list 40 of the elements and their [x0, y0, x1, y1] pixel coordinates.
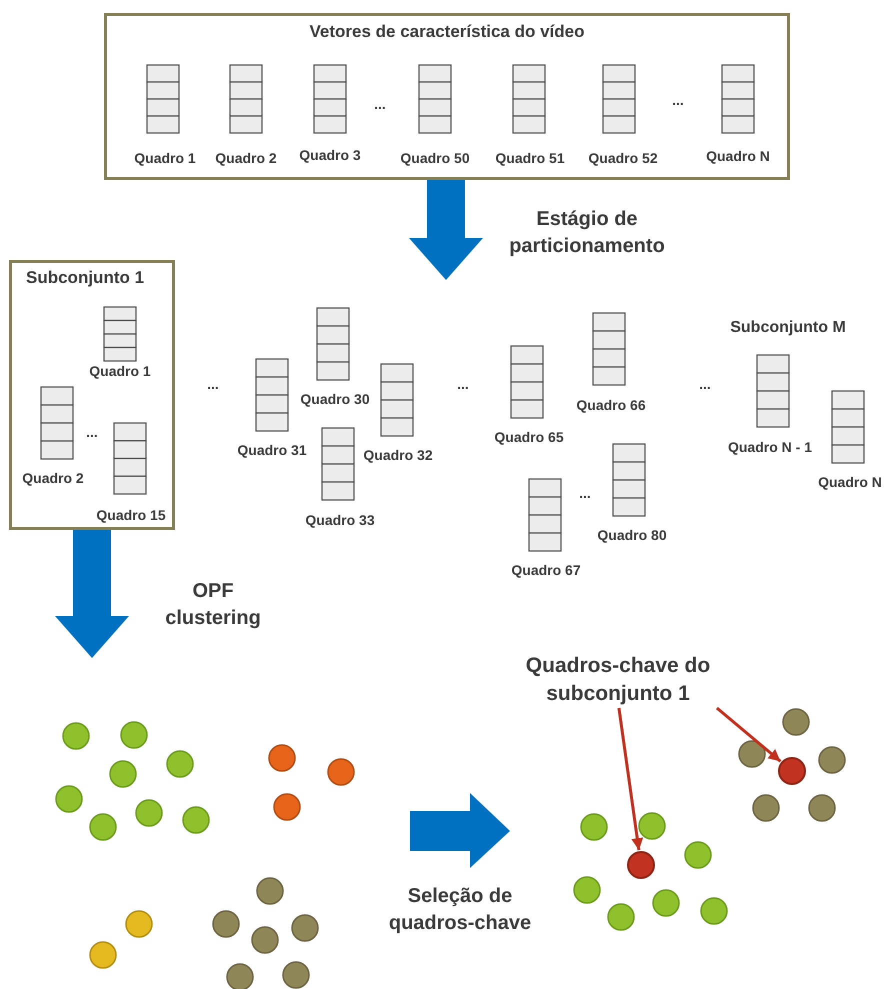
arrow: [617, 708, 644, 850]
frame-label: Quadro 1: [88, 362, 152, 380]
ellipsis: ...: [85, 423, 99, 442]
ellipsis: ...: [373, 95, 387, 114]
frame-label: Quadro 2: [21, 469, 85, 487]
frame-label: Quadro 3: [298, 146, 362, 164]
group-title: Subconjunto M: [729, 318, 847, 338]
frame-label: Quadro N - 1: [726, 438, 813, 456]
frame-label: Quadro N: [817, 473, 883, 491]
ellipsis: ...: [698, 375, 712, 394]
frame-label: Quadro 65: [493, 428, 565, 446]
frame-label: Quadro 2: [214, 149, 278, 167]
block-arrow: [409, 180, 483, 280]
keyframe-dot: [778, 757, 806, 785]
frame-label: Quadro 67: [510, 561, 582, 579]
keyframe-dot: [627, 851, 655, 879]
ellipsis: ...: [456, 375, 470, 394]
frame-label: Quadro 1: [133, 149, 197, 167]
group-title: Subconjunto 1: [25, 268, 146, 288]
frame-label: Quadro 50: [399, 149, 471, 167]
frame-label: Quadro 80: [596, 526, 668, 544]
frame-label: Quadro 33: [304, 511, 376, 529]
frame-label: Quadro 15: [95, 506, 167, 524]
ellipsis: ...: [206, 375, 220, 394]
frame-label: Quadro N: [705, 147, 771, 165]
block-arrow: [55, 530, 129, 658]
ellipsis: ...: [671, 91, 685, 110]
stage-label: Seleção de quadros-chave: [388, 884, 532, 936]
ellipsis: ...: [578, 484, 592, 503]
frame-label: Quadro 30: [299, 390, 371, 408]
frame-label: Quadro 52: [587, 149, 659, 167]
arrow: [716, 706, 782, 762]
group-frame: [9, 260, 175, 530]
group-frame: [104, 13, 790, 180]
callout-text: Quadros-chave do subconjunto 1: [503, 652, 733, 708]
frame-label: Quadro 51: [494, 149, 566, 167]
frame-label: Quadro 66: [575, 396, 647, 414]
frame-label: Quadro 31: [236, 441, 308, 459]
frame-label: Quadro 32: [362, 446, 434, 464]
group-title: Vetores de característica do vídeo: [308, 22, 586, 42]
